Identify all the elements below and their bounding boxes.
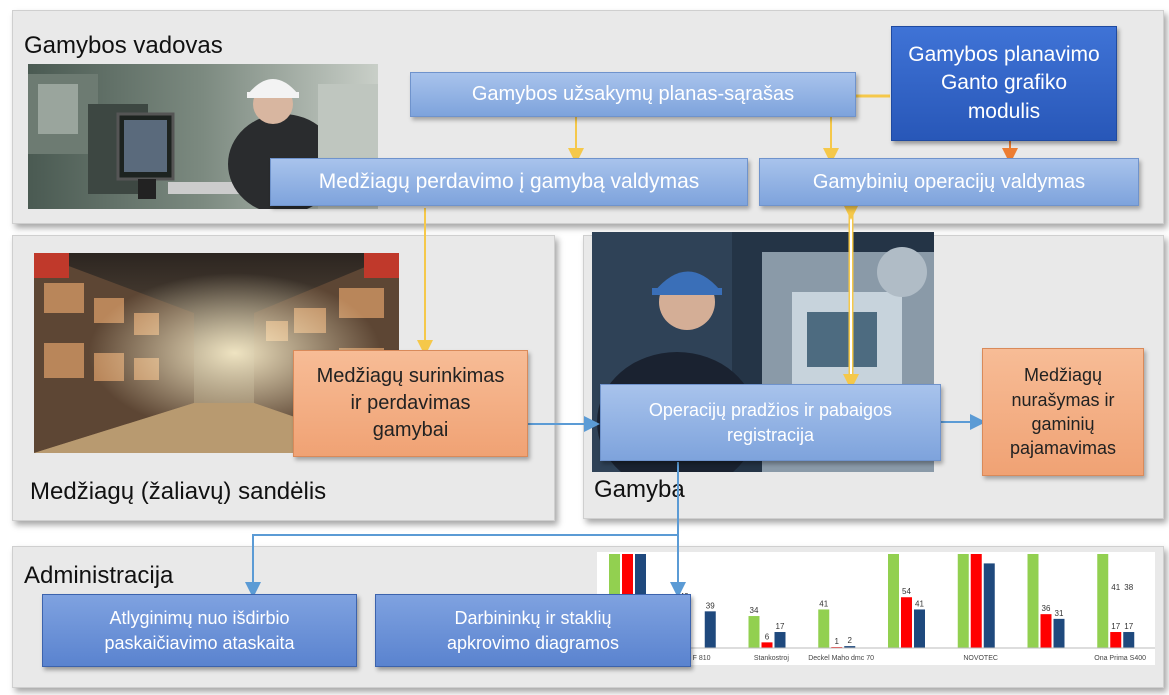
chart-data-label: 36	[1042, 604, 1051, 613]
chart-data-label: 17	[1111, 622, 1120, 631]
chart-bar	[1123, 632, 1135, 648]
administration-title: Administracija	[24, 562, 174, 589]
chart-data-label: 1	[835, 637, 840, 646]
chart-data-label: 17	[776, 622, 785, 631]
chart-category-label: F 810	[693, 655, 711, 662]
operation-registration-box[interactable]: Operacijų pradžios ir pabaigos registrac…	[600, 384, 941, 461]
gantt-module-box[interactable]: Gamybos planavimo Ganto grafiko modulis	[891, 26, 1117, 141]
chart-data-label: 17	[1124, 622, 1133, 631]
chart-data-label: 54	[902, 587, 911, 596]
chart-bar	[844, 646, 856, 648]
material-collection-box[interactable]: Medžiagų surinkimas ir perdavimas gamyba…	[293, 350, 528, 457]
orders-plan-box[interactable]: Gamybos užsakymų planas-sąrašas	[410, 72, 856, 117]
chart-bar	[761, 642, 773, 648]
management-title: Gamybos vadovas	[24, 32, 223, 59]
chart-data-label: 34	[750, 606, 759, 615]
chart-bar	[888, 554, 899, 648]
warehouse-title: Medžiagų (žaliavų) sandėlis	[30, 478, 327, 505]
chart-category-label: NOVOTEC	[963, 655, 998, 662]
chart-bar	[818, 609, 830, 648]
chart-data-label: 6	[765, 632, 770, 641]
chart-bar	[957, 554, 969, 648]
workload-charts-box[interactable]: Darbininkų ir staklių apkrovimo diagramo…	[375, 594, 691, 667]
chart-data-label: 2	[848, 636, 853, 645]
chart-data-label: 39	[706, 601, 715, 610]
chart-bar	[1040, 614, 1052, 648]
chart-data-label: 38	[1124, 583, 1133, 592]
chart-data-label: 41	[915, 599, 924, 608]
chart-bar	[983, 563, 995, 648]
chart-category-label: Stankostroj	[754, 655, 789, 662]
production-title: Gamyba	[594, 476, 685, 503]
chart-bar	[1027, 554, 1039, 648]
material-transfer-box[interactable]: Medžiagų perdavimo į gamybą valdymas	[270, 158, 748, 206]
chart-bar	[704, 611, 716, 648]
chart-bar	[914, 609, 925, 648]
chart-data-label: 31	[1055, 609, 1064, 618]
chart-bar	[748, 616, 760, 648]
chart-data-label: 41	[819, 599, 828, 608]
chart-bar	[774, 632, 786, 648]
operations-mgmt-box[interactable]: Gamybinių operacijų valdymas	[759, 158, 1139, 206]
chart-bar	[970, 554, 982, 648]
material-writeoff-box[interactable]: Medžiagų nurašymas ir gaminių pajamavima…	[982, 348, 1144, 476]
chart-category-label: Deckel Maho dmc 70	[808, 655, 874, 662]
salary-report-box[interactable]: Atlyginimų nuo išdirbio paskaičiavimo at…	[42, 594, 357, 667]
chart-category-label: Ona Prima S400	[1094, 655, 1146, 662]
chart-data-label: 41	[1111, 583, 1120, 592]
chart-bar	[1097, 554, 1109, 648]
chart-bar	[901, 597, 912, 648]
chart-bar	[1110, 632, 1122, 648]
chart-bar	[1053, 618, 1065, 648]
